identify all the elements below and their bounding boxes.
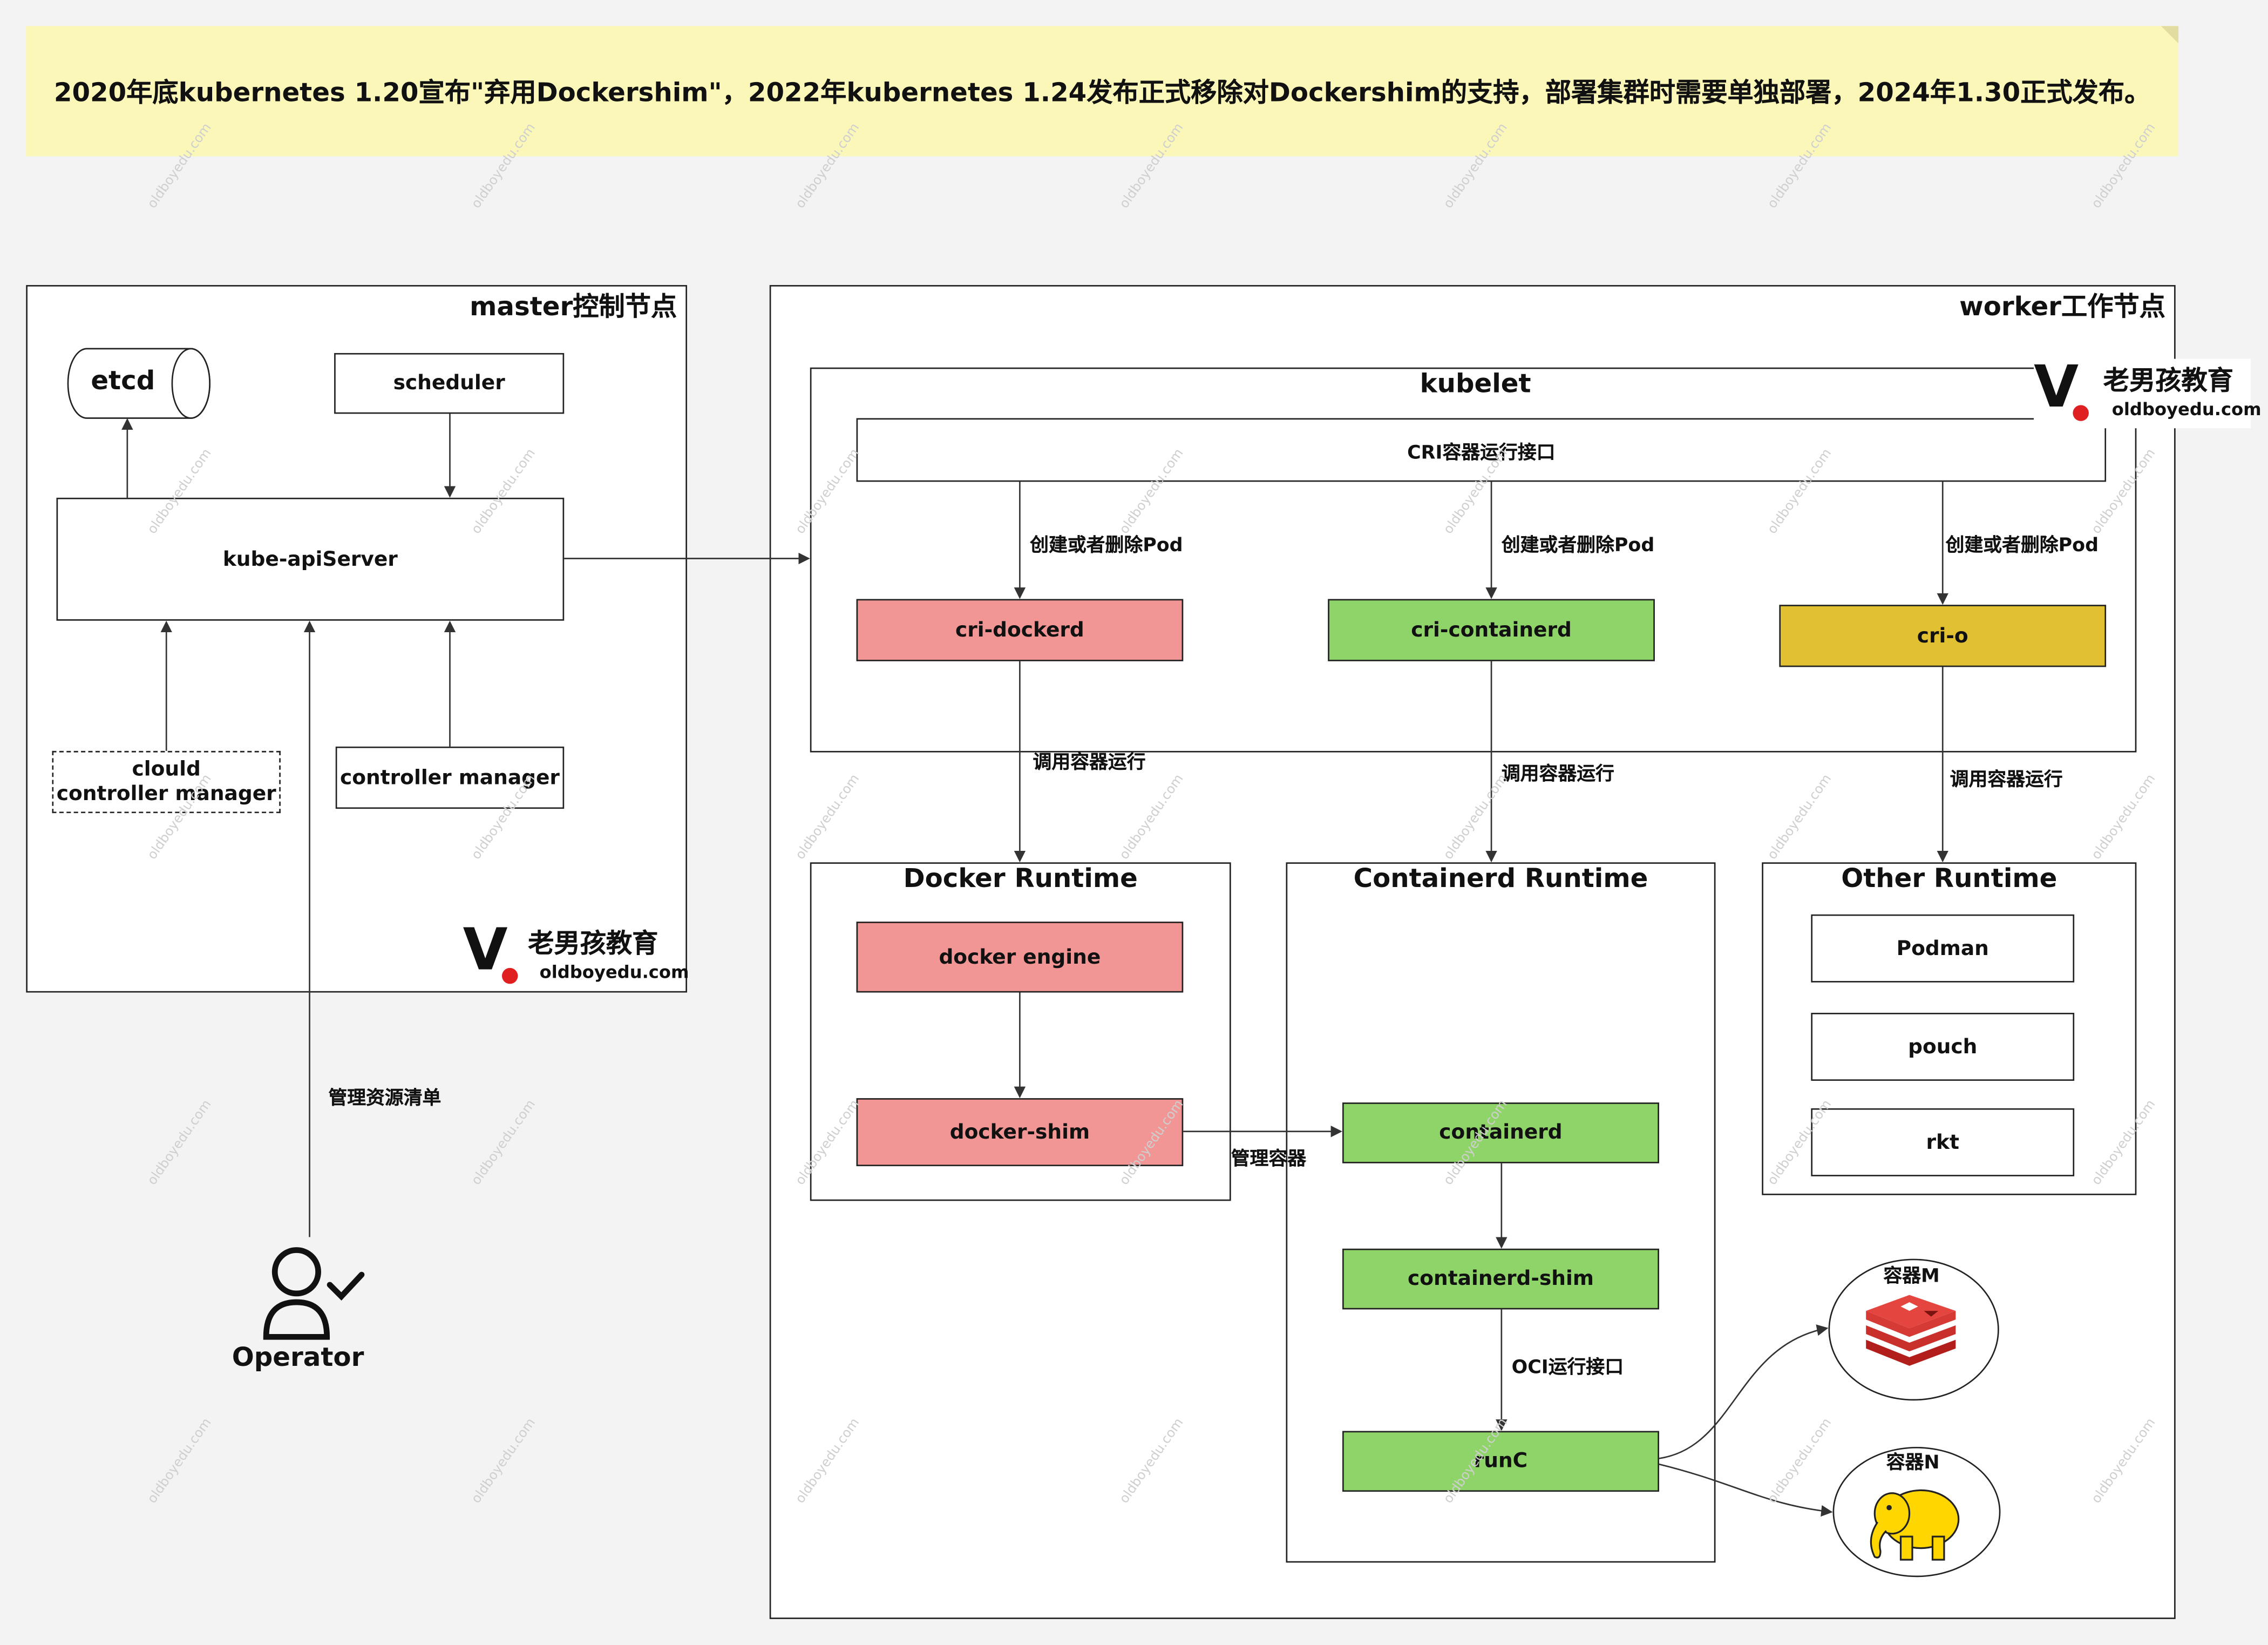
operator-person-check-icon <box>263 1247 365 1340</box>
containerd-box[interactable]: containerd <box>1342 1102 1659 1163</box>
elephant-logo <box>1870 1489 1960 1561</box>
master-logo: V 老男孩教育 oldboyedu.com <box>463 917 689 991</box>
logo-v-icon: V <box>2034 354 2079 421</box>
logo-cn-text: 老男孩教育 <box>2103 366 2233 397</box>
redis-logo <box>1866 1295 1956 1366</box>
scheduler-box[interactable]: scheduler <box>334 353 565 414</box>
note-text: 2020年底kubernetes 1.20宣布"弃用Dockershim"，20… <box>53 78 2151 109</box>
logo-cn-text: 老男孩教育 <box>528 929 658 959</box>
call-runtime-label-1: 调用容器运行 <box>1033 752 1146 774</box>
create-delete-pod-label-2: 创建或者删除Pod <box>1501 535 1655 557</box>
note-corner-fold <box>2161 26 2179 44</box>
controller-manager-box[interactable]: controller manager <box>335 746 565 809</box>
logo-red-dot-icon <box>501 967 518 984</box>
containerd-shim-box[interactable]: containerd-shim <box>1342 1248 1659 1310</box>
rkt-box[interactable]: rkt <box>1811 1108 2075 1176</box>
cri-dockerd-box[interactable]: cri-dockerd <box>856 599 1184 661</box>
cri-o-box[interactable]: cri-o <box>1779 605 2107 667</box>
logo-v-icon: V <box>463 917 508 984</box>
logo-en-text: oldboyedu.com <box>2111 399 2262 420</box>
manage-container-label: 管理容器 <box>1231 1148 1307 1171</box>
cri-interface-box[interactable]: CRI容器运行接口 <box>856 418 2107 482</box>
container-m-label: 容器M <box>1883 1266 1940 1288</box>
docker-shim-box[interactable]: docker-shim <box>856 1098 1184 1167</box>
docker-engine-box[interactable]: docker engine <box>856 922 1184 993</box>
arrow-runc-to-container-m <box>1659 1324 1829 1459</box>
kube-apiserver-box[interactable]: kube-apiServer <box>56 497 565 621</box>
podman-box[interactable]: Podman <box>1811 914 2075 983</box>
master-node-title: master控制节点 <box>470 292 677 323</box>
etcd-label: etcd <box>91 366 155 397</box>
cloud-cm-line2: controller manager <box>56 782 276 805</box>
other-runtime-title: Other Runtime <box>1841 863 2058 895</box>
worker-node-title: worker工作节点 <box>1959 292 2165 323</box>
call-runtime-label-2: 调用容器运行 <box>1501 764 1614 786</box>
logo-red-dot-icon <box>2073 405 2089 421</box>
cri-containerd-box[interactable]: cri-containerd <box>1328 599 1655 661</box>
cloud-controller-manager-box[interactable]: clould controller manager <box>52 750 281 814</box>
create-delete-pod-label-3: 创建或者删除Pod <box>1945 535 2099 557</box>
container-n-label: 容器N <box>1886 1452 1940 1474</box>
container-n-circle[interactable] <box>1832 1447 2001 1578</box>
worker-logo: V 老男孩教育 oldboyedu.com <box>2034 354 2262 429</box>
oci-interface-label: OCI运行接口 <box>1511 1357 1624 1379</box>
manage-resources-label: 管理资源清单 <box>328 1088 442 1110</box>
runc-box[interactable]: runC <box>1342 1431 1659 1492</box>
kubelet-title: kubelet <box>1420 369 1531 400</box>
pouch-box[interactable]: pouch <box>1811 1013 2075 1081</box>
operator-label: Operator <box>232 1343 364 1373</box>
logo-en-text: oldboyedu.com <box>539 962 689 983</box>
etcd-cylinder-cap <box>171 348 210 419</box>
docker-runtime-title: Docker Runtime <box>903 863 1138 895</box>
create-delete-pod-label-1: 创建或者删除Pod <box>1030 535 1183 557</box>
cloud-cm-line1: clould <box>132 757 201 781</box>
arrow-runc-to-container-n <box>1659 1463 1833 1517</box>
call-runtime-label-3: 调用容器运行 <box>1950 769 2063 791</box>
containerd-runtime-title: Containerd Runtime <box>1353 863 1648 895</box>
note-banner: 2020年底kubernetes 1.20宣布"弃用Dockershim"，20… <box>26 26 2179 157</box>
